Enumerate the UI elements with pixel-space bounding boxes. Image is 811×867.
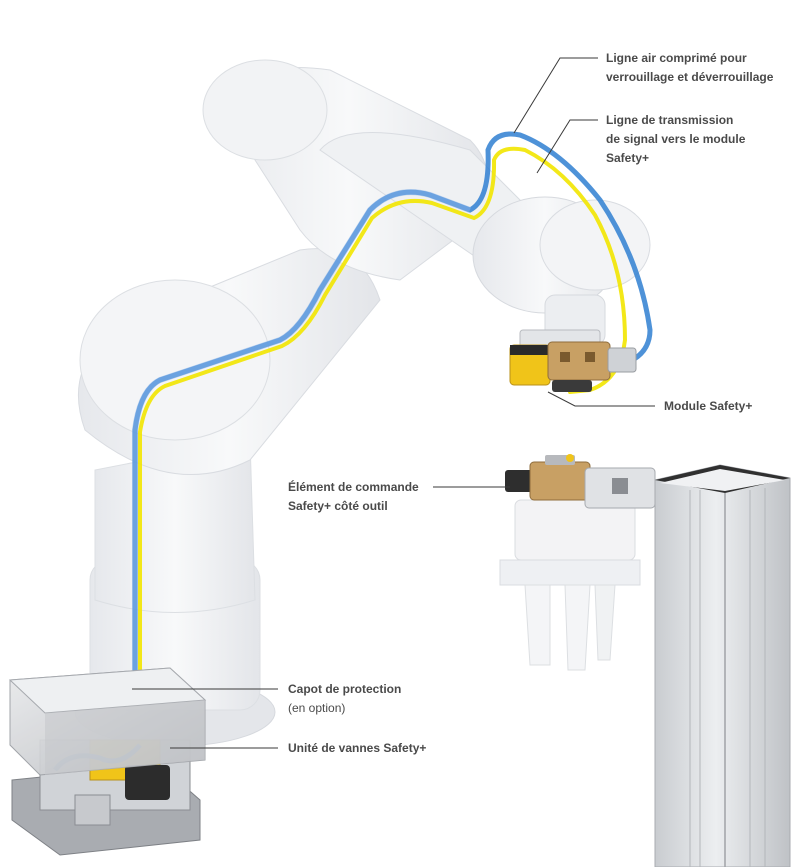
callout-air-line-2: verrouillage et déverrouillage [606, 70, 774, 84]
gripper-tool [499, 499, 641, 671]
signal-line-cable [138, 146, 628, 672]
safety-module [509, 329, 637, 392]
callout-air-line-1: Ligne air comprimé pour [606, 51, 747, 65]
air-line-cable [132, 131, 653, 673]
protective-cover [8, 667, 207, 776]
callout-signal-line-3: Safety+ [606, 151, 650, 165]
callout-cover-note: (en option) [288, 701, 346, 715]
profile-column [654, 464, 791, 867]
leader-lines [132, 57, 655, 749]
callout-cover: Capot de protection (en option) [288, 680, 401, 718]
callout-valve-unit-1: Unité de vannes Safety+ [288, 741, 427, 755]
leader-air-line [513, 57, 598, 134]
leader-signal-line [536, 119, 598, 174]
callout-module-1: Module Safety+ [664, 399, 753, 413]
callout-tool-control-1: Élément de commande [288, 480, 419, 494]
callout-valve-unit: Unité de vannes Safety+ [288, 739, 426, 758]
callout-air-line: Ligne air comprimé pour verrouillage et … [606, 49, 773, 87]
leader-module [547, 391, 655, 407]
callout-module: Module Safety+ [664, 397, 752, 416]
callout-signal-line: Ligne de transmission de signal vers le … [606, 111, 745, 168]
callout-tool-control: Élément de commande Safety+ côté outil [288, 478, 419, 516]
callout-tool-control-2: Safety+ côté outil [288, 499, 388, 513]
callout-cover-1: Capot de protection [288, 682, 402, 696]
callout-signal-line-2: de signal vers le module [606, 132, 746, 146]
tool-control-element [505, 454, 656, 509]
robot-arm [74, 59, 651, 747]
callout-signal-line-1: Ligne de transmission [606, 113, 734, 127]
